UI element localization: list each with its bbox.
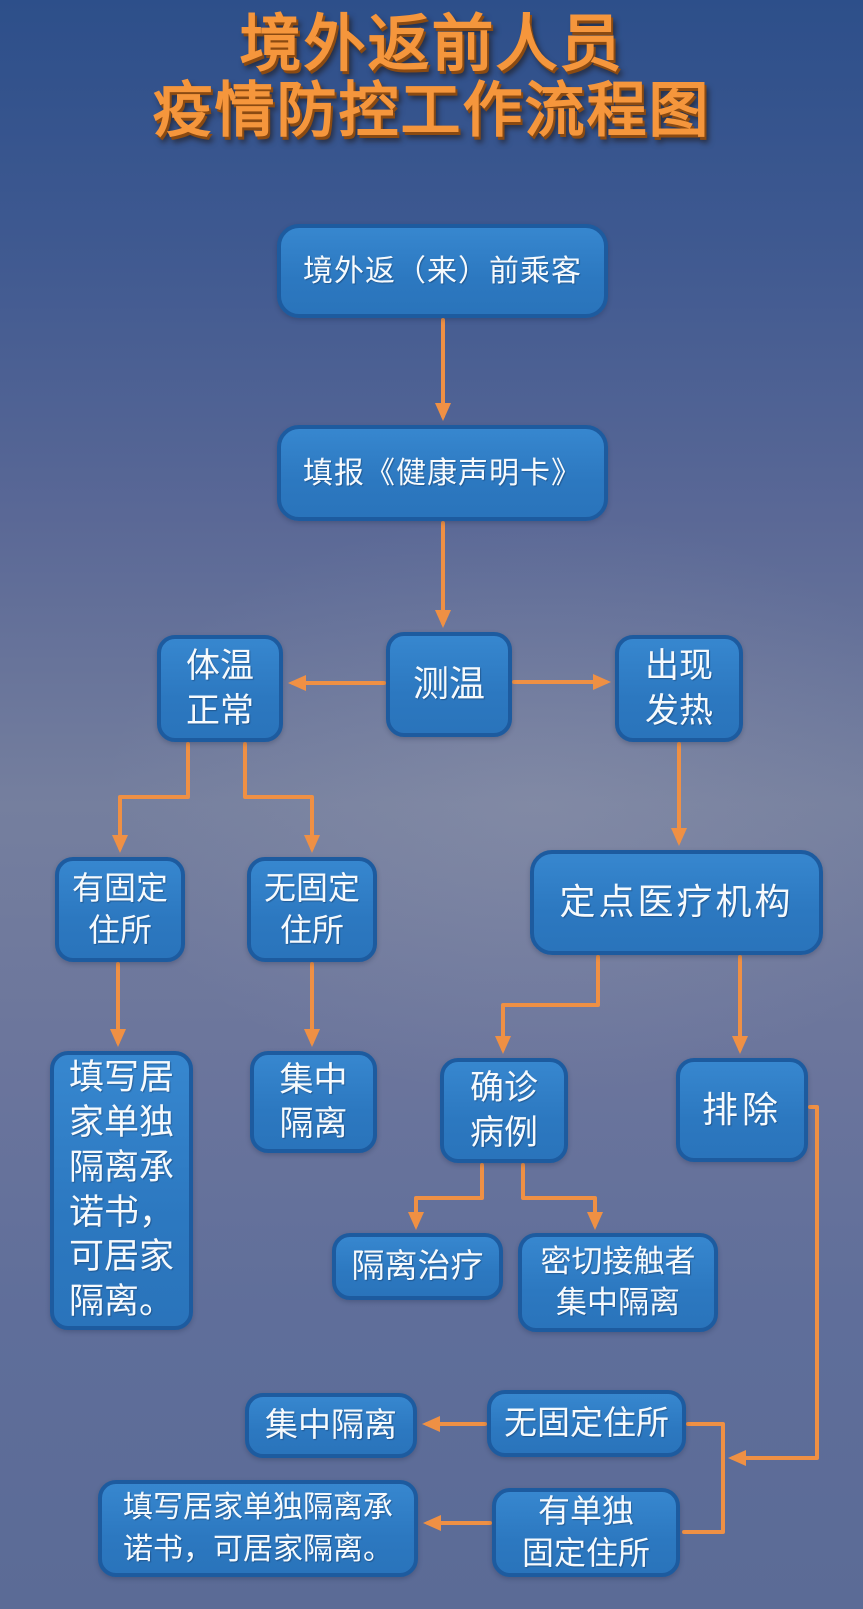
edge-confirmed-closecontacts: [521, 1163, 603, 1230]
edge-hospital-confirmed: [495, 955, 600, 1054]
node-home-quarantine-pledge-tall: 填写居 家单独 隔离承 诺书， 可居家 隔离。: [50, 1051, 193, 1330]
node-temperature-normal: 体温 正常: [157, 635, 283, 742]
title-line-1: 境外返前人员: [239, 10, 624, 79]
node-overseas-passenger: 境外返（来）前乘客: [277, 224, 608, 318]
node-designated-medical-institution: 定点医疗机构: [530, 850, 823, 955]
node-centralized-quarantine-1: 集中 隔离: [250, 1051, 377, 1153]
node-temperature-check: 测温: [386, 632, 512, 737]
page-title: 境外返前人员 疫情防控工作流程图: [0, 10, 863, 144]
node-separate-fixed-residence: 有单独 固定住所: [492, 1488, 680, 1577]
edge-excluded-junction: [728, 1105, 819, 1466]
node-fever-detected: 出现 发热: [615, 635, 743, 742]
node-excluded: 排除: [676, 1058, 808, 1162]
node-no-fixed-residence: 无固定 住所: [247, 857, 377, 962]
node-health-declaration-card: 填报《健康声明卡》: [277, 425, 608, 521]
edge-normal-hasfixed: [112, 742, 190, 853]
edge-normal-nofixed: [243, 742, 320, 853]
node-confirmed-case: 确诊 病例: [440, 1058, 568, 1163]
node-no-fixed-residence-2: 无固定住所: [487, 1390, 686, 1457]
node-home-quarantine-pledge-wide: 填写居家单独隔离承 诺书，可居家隔离。: [98, 1480, 418, 1577]
edge-confirmed-treatment: [408, 1163, 484, 1230]
edge-junction-residence-split: [682, 1422, 725, 1534]
node-centralized-quarantine-2: 集中隔离: [245, 1393, 417, 1458]
node-isolation-treatment: 隔离治疗: [332, 1233, 503, 1300]
node-close-contacts-quarantine: 密切接触者 集中隔离: [518, 1233, 718, 1332]
node-has-fixed-residence: 有固定 住所: [55, 857, 185, 962]
title-line-2: 疫情防控工作流程图: [152, 76, 711, 144]
